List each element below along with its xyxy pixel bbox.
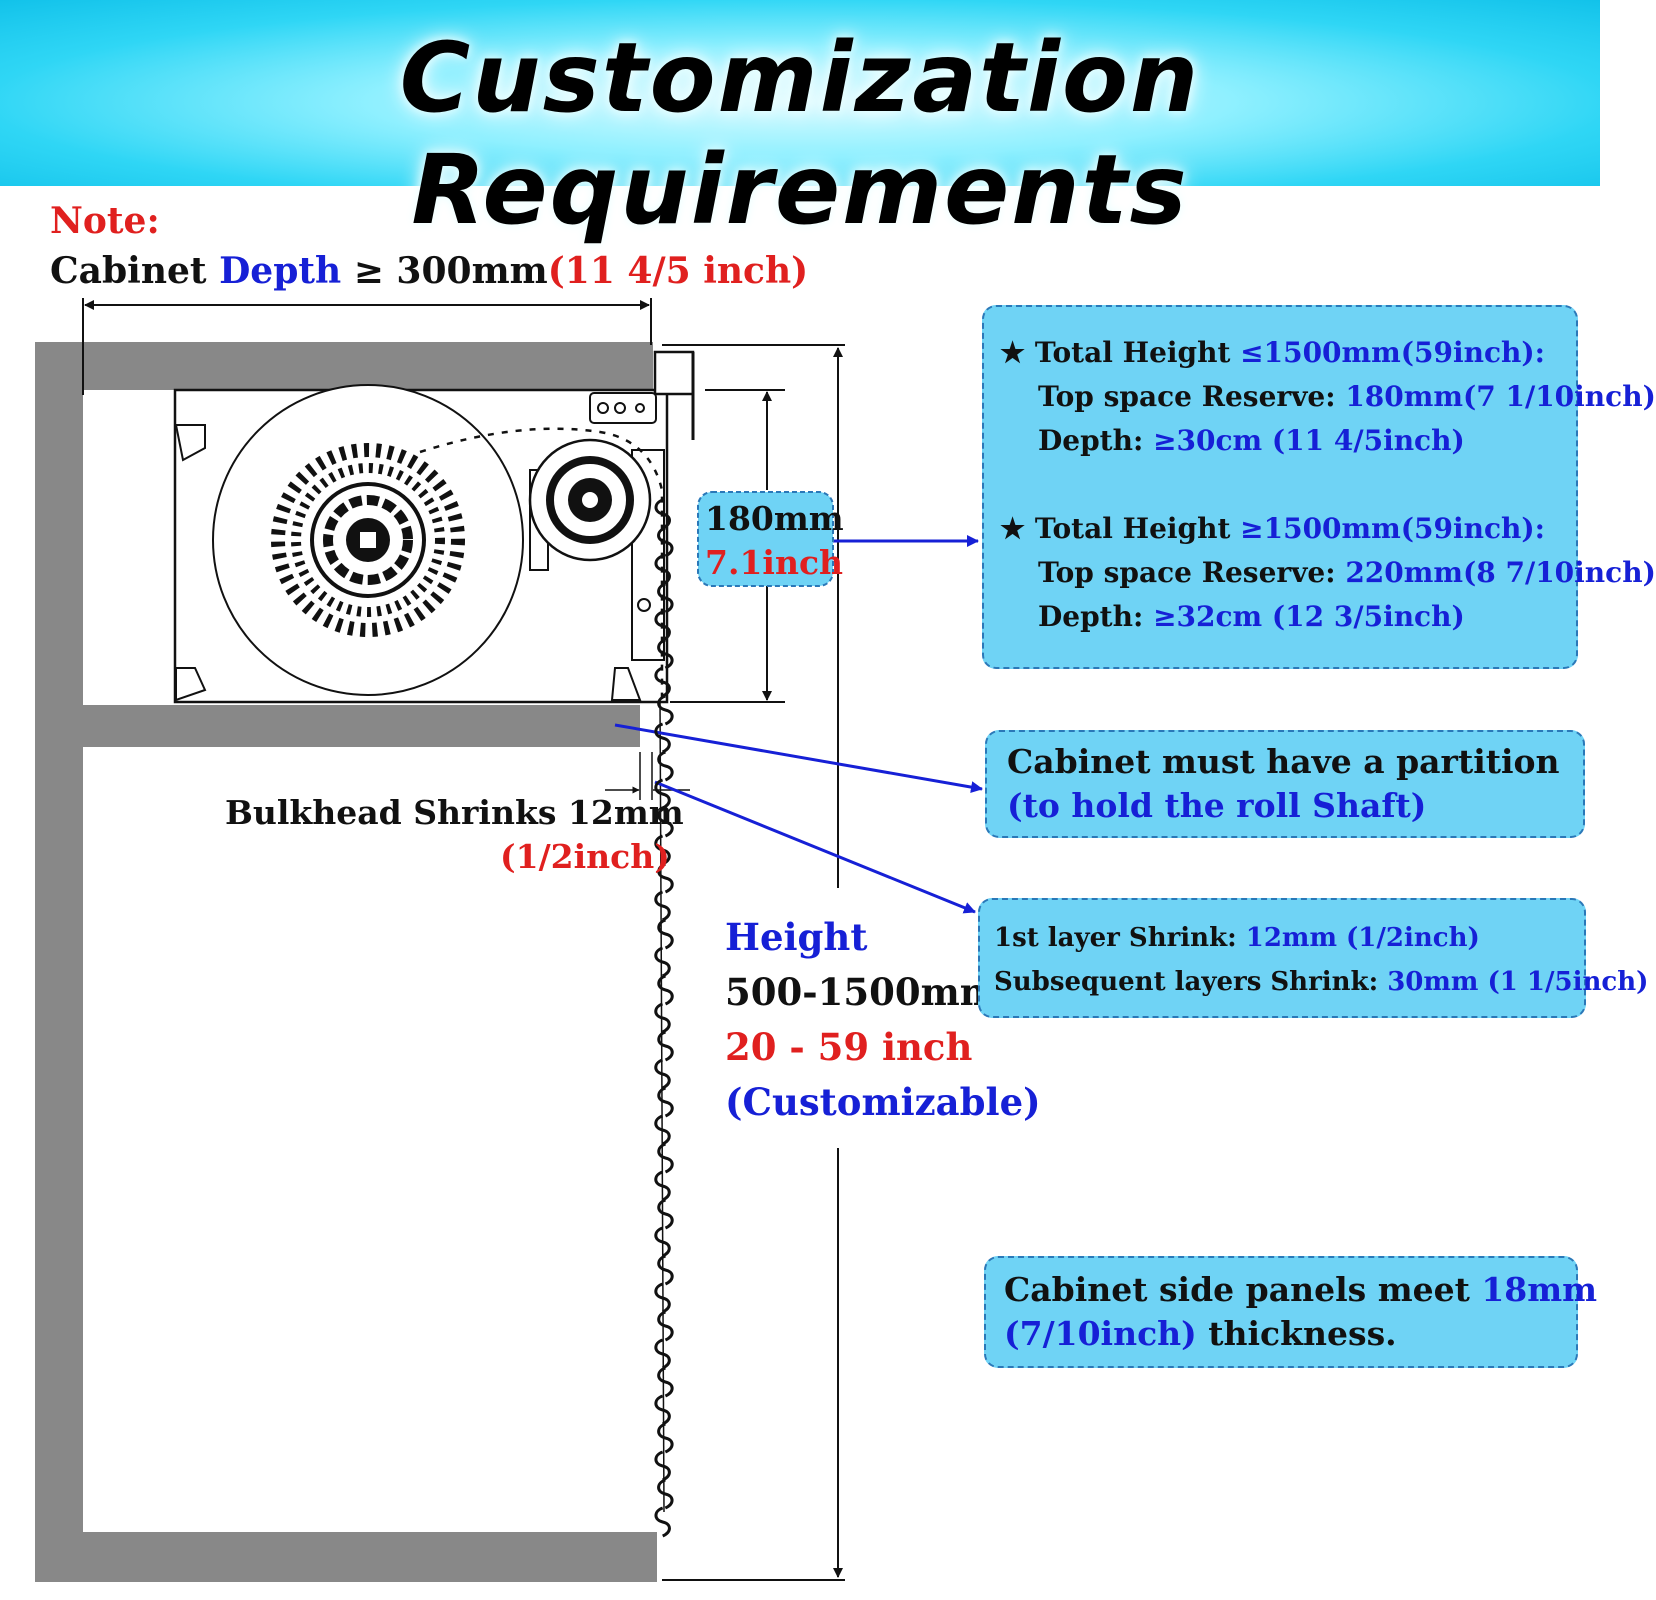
depth-word: Depth bbox=[219, 250, 342, 292]
cabinet-top-panel bbox=[35, 342, 653, 390]
cabinet-partition bbox=[83, 705, 640, 747]
slat-link bbox=[657, 1030, 674, 1062]
shrink-line1: 1st layer Shrink: 12mm (1/2inch) bbox=[994, 923, 1480, 953]
slat-link bbox=[657, 526, 674, 558]
slat-link bbox=[654, 946, 671, 978]
partition-box: Cabinet must have a partition (to hold t… bbox=[985, 730, 1585, 838]
slat-link bbox=[657, 806, 674, 838]
height-range-inch: 20 - 59 inch bbox=[725, 1025, 973, 1069]
slat-link bbox=[657, 694, 674, 726]
reserve-label-pad bbox=[697, 491, 834, 587]
title-banner: Customization Requirements bbox=[0, 0, 1600, 246]
slat-chain bbox=[654, 498, 674, 1538]
side-panel-line2: (7/10inch) thickness. bbox=[1004, 1314, 1397, 1353]
top-reserve-mm: 180mm bbox=[705, 499, 844, 538]
slat-link bbox=[654, 778, 671, 810]
slat-link bbox=[657, 1366, 674, 1398]
height-customizable: (Customizable) bbox=[725, 1080, 1041, 1124]
slat-roll bbox=[212, 384, 524, 696]
guide-roller bbox=[528, 438, 652, 571]
cabinet-left-panel bbox=[35, 342, 83, 1582]
star-icon: ★ bbox=[1000, 512, 1026, 545]
star-icon: ★ bbox=[1000, 336, 1026, 369]
slat-link bbox=[654, 890, 671, 922]
bulkhead-inch: (1/2inch) bbox=[500, 837, 670, 876]
rule1-reserve: Top space Reserve: 180mm(7 1/10inch) bbox=[1038, 380, 1656, 413]
page-title: Customization Requirements bbox=[399, 22, 1201, 246]
cabinet-depth-requirement: Cabinet Depth ≥ 300mm(11 4/5 inch) bbox=[50, 250, 808, 292]
slat-link bbox=[657, 1254, 674, 1286]
slat-link bbox=[657, 974, 674, 1006]
slat-link bbox=[657, 1086, 674, 1118]
depth-prefix: Cabinet bbox=[50, 250, 220, 292]
side-panel-box: Cabinet side panels meet 18mm (7/10inch)… bbox=[984, 1256, 1598, 1368]
slat-link bbox=[654, 1002, 671, 1034]
height-rules-box: ★ Total Height ≤1500mm(59inch): Top spac… bbox=[982, 305, 1656, 669]
height-label: Height bbox=[725, 915, 868, 959]
slat-link bbox=[654, 834, 671, 866]
height-range-mm: 500-1500mm bbox=[725, 970, 999, 1014]
slat-link bbox=[657, 750, 674, 782]
slat-link bbox=[654, 1170, 671, 1202]
rule1-depth: Depth: ≥30cm (11 4/5inch) bbox=[1038, 424, 1465, 457]
note-label: Note: bbox=[50, 200, 160, 242]
top-reserve-inch: 7.1inch bbox=[705, 543, 844, 582]
depth-inch: (11 4/5 inch) bbox=[547, 250, 809, 292]
shrink-box: 1st layer Shrink: 12mm (1/2inch) Subsequ… bbox=[978, 898, 1649, 1018]
rule2-title: ★ Total Height ≥1500mm(59inch): bbox=[1000, 512, 1545, 545]
slat-link bbox=[654, 498, 671, 530]
slat-link bbox=[654, 554, 671, 586]
slat-link bbox=[654, 1114, 671, 1146]
slat-link bbox=[654, 1506, 671, 1538]
slat-link bbox=[654, 666, 671, 698]
slat-link bbox=[654, 1058, 671, 1090]
slat-link bbox=[657, 862, 674, 894]
slat-link bbox=[657, 1478, 674, 1510]
shrink-line2: Subsequent layers Shrink: 30mm (1 1/5inc… bbox=[994, 967, 1649, 997]
rule2-depth: Depth: ≥32cm (12 3/5inch) bbox=[1038, 600, 1465, 633]
rule2-reserve: Top space Reserve: 220mm(8 7/10inch) bbox=[1038, 556, 1656, 589]
slat-link bbox=[654, 1226, 671, 1258]
slat-link bbox=[657, 638, 674, 670]
slat-link bbox=[657, 582, 674, 614]
cabinet-diagram bbox=[35, 298, 983, 1582]
leader-arrow-partition bbox=[614, 723, 983, 794]
slat-link bbox=[654, 722, 671, 754]
top-reserve-label: 180mm 7.1inch bbox=[705, 497, 844, 585]
bulkhead-label: Bulkhead Shrinks 12mm bbox=[225, 793, 684, 832]
partition-line2: (to hold the roll Shaft) bbox=[1007, 786, 1427, 825]
slat-link bbox=[657, 918, 674, 950]
slat-link bbox=[657, 1422, 674, 1454]
slat-link bbox=[657, 1142, 674, 1174]
rule1-title: ★ Total Height ≤1500mm(59inch): bbox=[1000, 336, 1545, 369]
slat-link bbox=[654, 1282, 671, 1314]
slat-link bbox=[654, 1450, 671, 1482]
slat-link bbox=[654, 610, 671, 642]
side-panel-line1: Cabinet side panels meet 18mm bbox=[1004, 1270, 1598, 1309]
height-label-block: Height 500-1500mm 20 - 59 inch (Customiz… bbox=[725, 910, 1041, 1130]
slat-link bbox=[657, 1198, 674, 1230]
slat-link bbox=[654, 1338, 671, 1370]
partition-line1: Cabinet must have a partition bbox=[1007, 742, 1560, 781]
depth-value: ≥ 300mm bbox=[341, 250, 548, 292]
cabinet-bottom-panel bbox=[35, 1532, 657, 1582]
slat-link bbox=[654, 1394, 671, 1426]
leader-arrow-shrink bbox=[654, 780, 976, 914]
slat-link bbox=[657, 1310, 674, 1342]
